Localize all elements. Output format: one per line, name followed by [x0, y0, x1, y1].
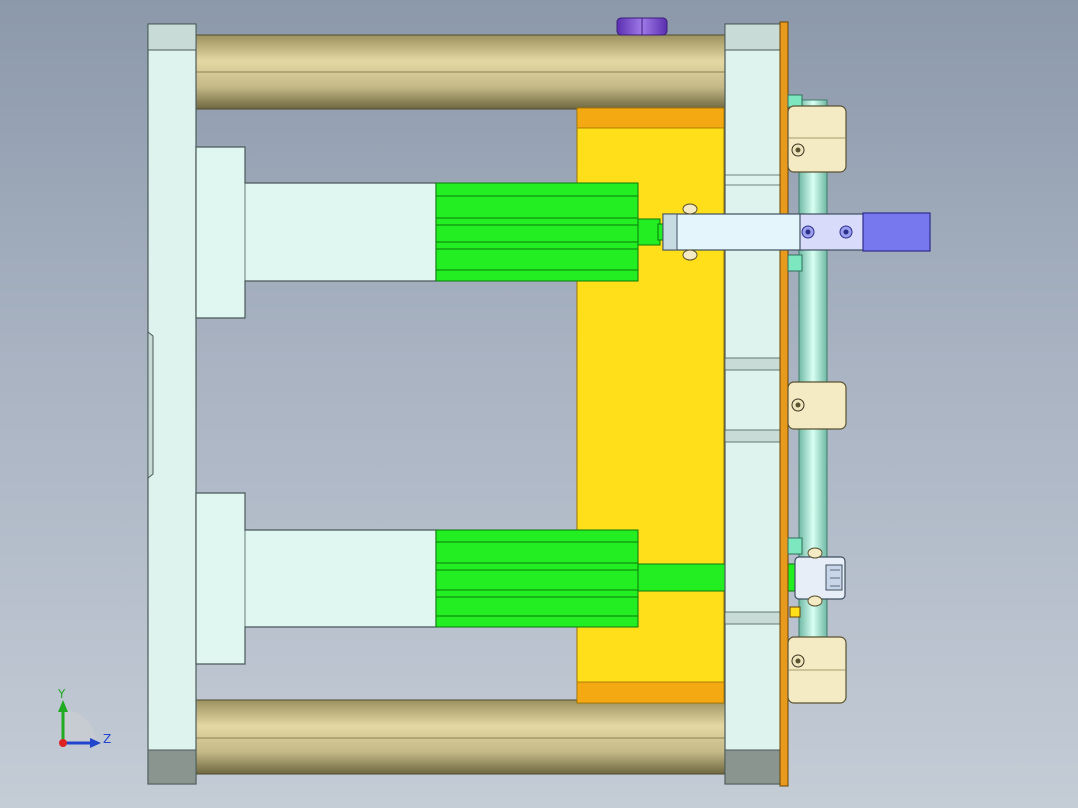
upper-arm-assembly[interactable] [662, 203, 931, 261]
right-platen[interactable] [724, 23, 782, 785]
side-plate-orange[interactable] [779, 21, 789, 787]
mounting-tab-2[interactable] [787, 254, 803, 272]
x-axis-dot [59, 739, 67, 747]
mounting-tab-4[interactable] [789, 606, 801, 618]
z-axis-arrowhead [90, 738, 101, 748]
lower-bracket[interactable] [195, 492, 437, 665]
mounting-tab-3[interactable] [787, 537, 803, 555]
left-platen[interactable] [147, 23, 197, 785]
lower-clevis[interactable] [794, 547, 846, 607]
vertical-guide-rod[interactable] [798, 99, 828, 641]
tie-rod-top[interactable] [194, 34, 728, 110]
clamp-block-middle[interactable] [787, 381, 847, 430]
tie-rod-bottom[interactable] [194, 699, 728, 775]
lower-cylinder[interactable] [435, 529, 639, 628]
z-axis-label: Z [103, 732, 112, 746]
clamp-block-top[interactable] [787, 105, 847, 173]
y-axis-label: Y [58, 687, 66, 701]
axis-triad [58, 700, 101, 748]
mounting-tab-1[interactable] [787, 94, 803, 108]
y-axis-arrowhead [58, 700, 68, 712]
top-knob[interactable] [616, 17, 668, 36]
triad-quadrant [63, 710, 96, 743]
clamp-block-bottom[interactable] [787, 636, 847, 704]
upper-bracket[interactable] [195, 146, 437, 319]
upper-cylinder[interactable] [435, 182, 639, 282]
